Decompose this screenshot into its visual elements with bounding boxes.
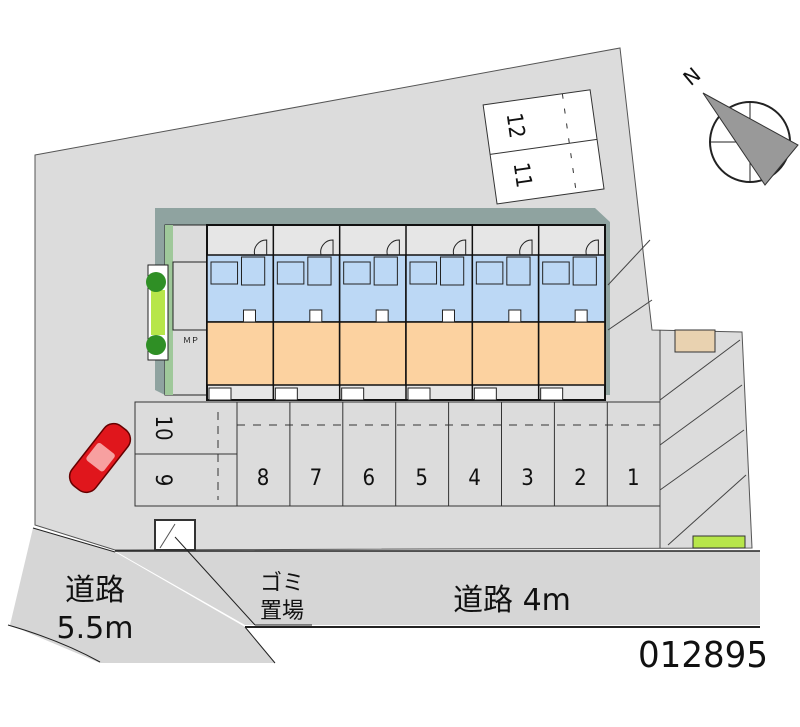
parking-slot-8: 8 [257, 466, 270, 491]
unit [471, 225, 540, 401]
parking-slot-3: 3 [521, 466, 534, 491]
side-parking-stripes [607, 239, 747, 548]
parking-slot-10: 10 [150, 415, 175, 440]
garbage-label-2: 置場 [260, 599, 304, 624]
hedge [692, 535, 746, 549]
parking-slot-5: 5 [415, 466, 428, 491]
parking-slot-4: 4 [468, 466, 481, 491]
garbage-box [154, 519, 196, 551]
north-label: N [678, 62, 705, 90]
parking-top: 12 11 [482, 89, 605, 205]
road-front-label: 道路 4m [453, 583, 571, 618]
garbage-label-1: ゴミ [260, 571, 304, 596]
road-left-name: 道路 [65, 573, 125, 608]
road-front [115, 551, 760, 625]
tree-icon [146, 335, 166, 355]
unit [405, 225, 474, 401]
parking-slot-2: 2 [574, 466, 587, 491]
tree-icon [146, 272, 166, 292]
road-left [10, 528, 275, 663]
parking-slot-7: 7 [310, 466, 323, 491]
meter-label: ＭＰ [183, 336, 199, 345]
parking-slot-1: 1 [627, 466, 640, 491]
parking-slot-9: 9 [150, 474, 175, 487]
unit [537, 225, 606, 401]
bicycle-parking [674, 329, 716, 353]
compass-icon: N [678, 62, 799, 186]
unit [272, 225, 341, 401]
parking-slot-6: 6 [363, 466, 376, 491]
car-icon [68, 422, 132, 494]
parking-slot-12: 12 [501, 111, 529, 139]
property-code: 012895 [638, 635, 768, 676]
parking-slot-11: 11 [508, 161, 536, 189]
road-left-width: 5.5m [57, 611, 134, 646]
unit [206, 225, 275, 401]
